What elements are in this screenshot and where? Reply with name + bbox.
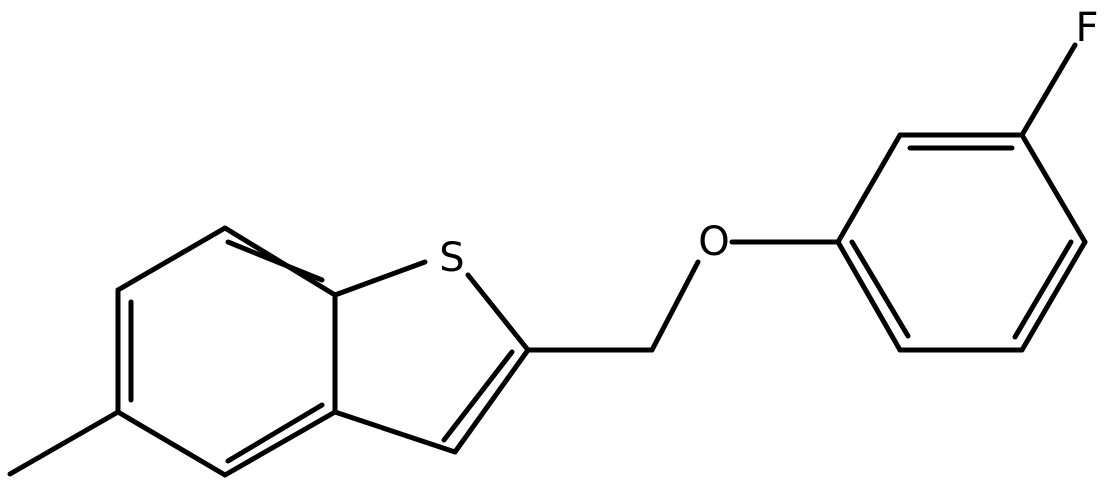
atom-fluorine-label: F: [1075, 5, 1098, 51]
benzene-ring-fused: [115, 225, 338, 478]
bond-c6p-c1p-inner: [849, 239, 911, 339]
bond-c7-c6: [115, 225, 228, 293]
bond-c6p-c1p: [835, 239, 903, 353]
bond-c3p-c4p: [1019, 132, 1088, 245]
bond-methyl: [7, 409, 121, 477]
bond-c1p-c2p: [835, 132, 903, 245]
fluorophenyl-ring: [835, 132, 1088, 353]
atom-oxygen-label: O: [698, 219, 729, 265]
bond-c5-c4: [115, 409, 228, 478]
bond-c4-c3a: [222, 409, 338, 478]
bond-s-c2: [465, 272, 531, 353]
thiophene-ring: [332, 259, 531, 455]
bond-c4-c3a-inner: [225, 402, 325, 464]
bond-c4p-c5p: [1019, 239, 1088, 353]
bond-c2-c3: [452, 347, 531, 455]
atom-sulfur-label: S: [439, 235, 464, 281]
bond-c3-c3a: [332, 409, 458, 455]
bond-c7a-c7-inner: [225, 239, 325, 283]
bond-c2-c3-inner: [441, 349, 515, 443]
bond-c3p-f: [1019, 42, 1078, 138]
bond-ch2-o: [649, 259, 701, 353]
bond-c7a-s: [332, 259, 428, 298]
bond-c4p-c5p-inner: [1012, 239, 1074, 340]
